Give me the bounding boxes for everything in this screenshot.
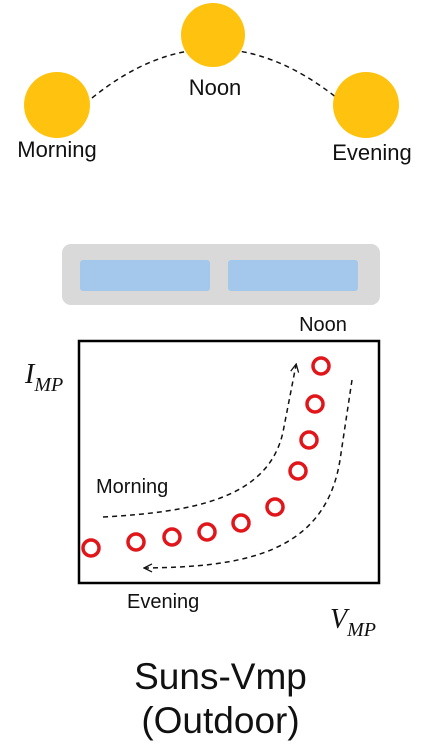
data-marker: [162, 527, 182, 547]
solar-cell-left: [80, 260, 210, 291]
caption-title: Suns-Vmp: [134, 656, 307, 697]
solar-cell-right: [228, 260, 358, 291]
sun-evening-icon: [333, 72, 399, 138]
data-marker: [311, 356, 331, 376]
data-marker: [126, 532, 146, 552]
plot-frame: [77, 339, 381, 585]
sun-morning-icon: [24, 72, 90, 138]
data-marker: [288, 461, 308, 481]
data-marker: [81, 538, 101, 558]
evening-trajectory-arrow: [145, 379, 353, 568]
data-marker: [265, 497, 285, 517]
data-marker: [197, 522, 217, 542]
sun-label-evening: Evening: [332, 140, 412, 165]
sun-noon-icon: [181, 3, 245, 67]
caption-subtitle: (Outdoor): [141, 700, 300, 741]
x-axis-label: VMP: [330, 604, 376, 641]
sun-label-noon: Noon: [189, 75, 242, 100]
marker-group: [81, 356, 331, 558]
data-marker: [305, 394, 325, 414]
y-axis-label: IMP: [24, 359, 63, 396]
sun-path-arc: [91, 48, 338, 99]
data-marker: [231, 513, 251, 533]
plot-label-noon: Noon: [299, 314, 347, 336]
sun-label-morning: Morning: [17, 137, 96, 162]
plot-label-evening: Evening: [127, 591, 199, 613]
plot-label-morning: Morning: [96, 476, 168, 498]
data-marker: [299, 430, 319, 450]
morning-trajectory-arrow: [102, 365, 296, 518]
